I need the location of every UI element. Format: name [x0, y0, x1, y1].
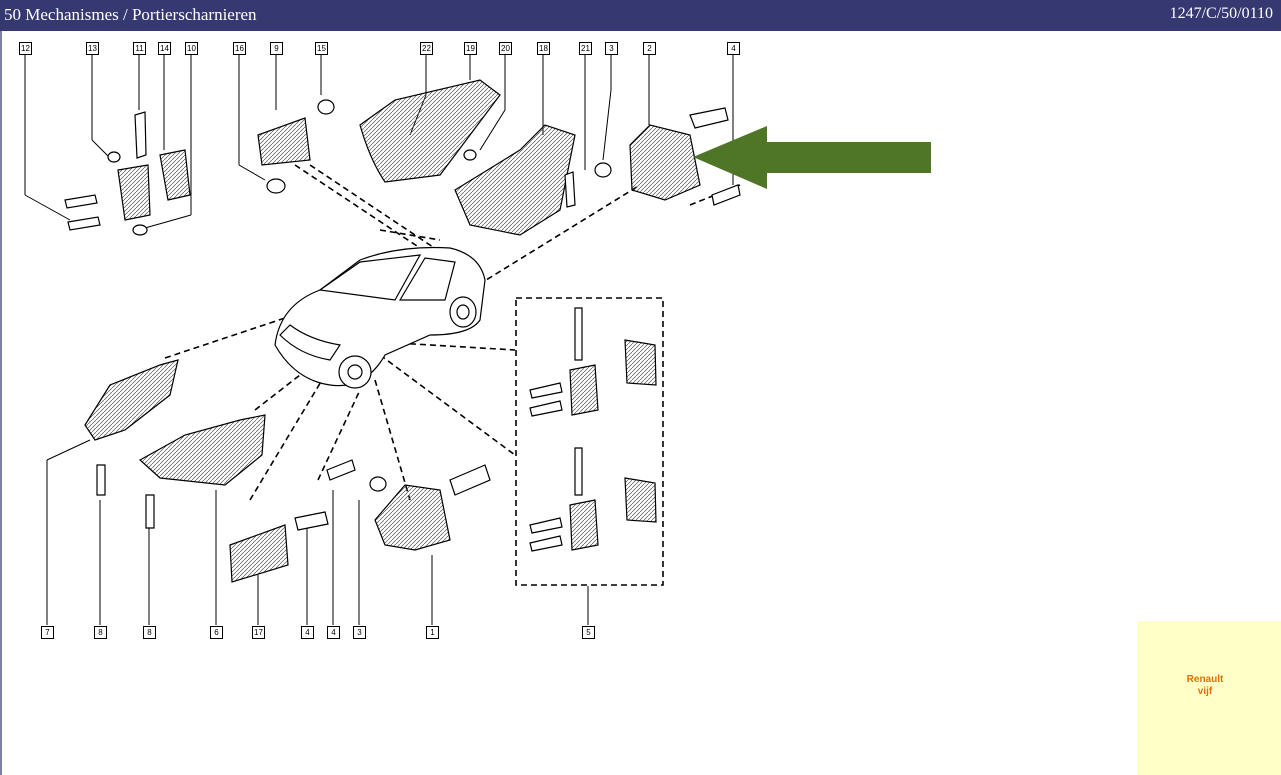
callout-17: 17 [252, 626, 265, 639]
callout-22: 22 [420, 42, 433, 55]
page-title: 50 Mechanismes / Portierscharnieren [4, 5, 257, 24]
highlight-arrow [693, 126, 931, 189]
title-bar: 50 Mechanismes / Portierscharnieren 1247… [0, 0, 1281, 31]
callout-8: 8 [143, 626, 156, 639]
callout-9: 9 [270, 42, 283, 55]
callout-3: 3 [353, 626, 366, 639]
callout-19: 19 [464, 42, 477, 55]
reference-code: 1247/C/50/0110 [1169, 5, 1273, 22]
callout-6: 6 [210, 626, 223, 639]
logo-text: Renault vijf [1180, 674, 1230, 698]
callout-10: 10 [185, 42, 198, 55]
callout-3: 3 [605, 42, 618, 55]
callout-21: 21 [579, 42, 592, 55]
callout-15: 15 [315, 42, 328, 55]
callout-13: 13 [86, 42, 99, 55]
callout-8: 8 [94, 626, 107, 639]
callout-20: 20 [499, 42, 512, 55]
logo-brand: Renault [1186, 674, 1224, 685]
callout-1: 1 [426, 626, 439, 639]
callout-16: 16 [233, 42, 246, 55]
callout-11: 11 [133, 42, 146, 55]
logo-sub: vijf [1197, 686, 1213, 697]
logo-panel [1137, 621, 1281, 775]
callout-7: 7 [41, 626, 54, 639]
callout-2: 2 [643, 42, 656, 55]
callout-4: 4 [727, 42, 740, 55]
diagram-frame [0, 31, 1281, 775]
callout-4: 4 [327, 626, 340, 639]
callout-12: 12 [19, 42, 32, 55]
callout-18: 18 [537, 42, 550, 55]
callout-4: 4 [301, 626, 314, 639]
callout-5: 5 [582, 626, 595, 639]
callout-14: 14 [158, 42, 171, 55]
